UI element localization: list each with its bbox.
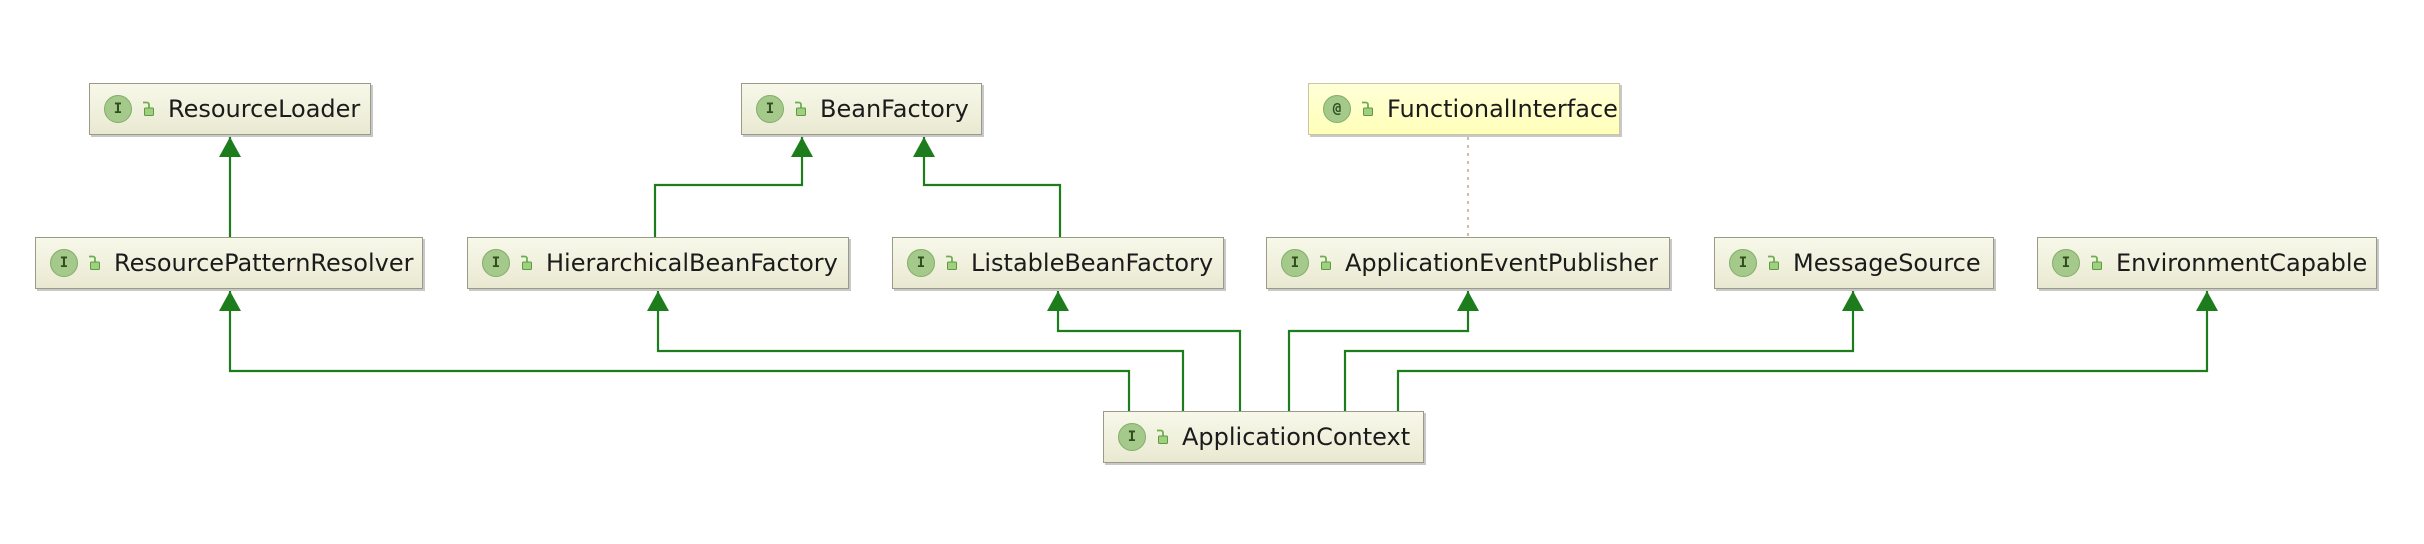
edge-applicationcontext-to-hierarchicalbeanfactory — [656, 291, 1185, 411]
node-label: HierarchicalBeanFactory — [546, 249, 838, 277]
node-application-event-publisher[interactable]: I ApplicationEventPublisher — [1266, 237, 1670, 289]
node-message-source[interactable]: I MessageSource — [1714, 237, 1994, 289]
node-resource-loader[interactable]: I ResourceLoader — [89, 83, 371, 135]
arrowhead-icon — [219, 291, 241, 311]
interface-icon: I — [1118, 423, 1146, 451]
interface-icon: I — [2052, 249, 2080, 277]
unlocked-padlock-icon — [521, 255, 532, 270]
interface-icon: I — [1281, 249, 1309, 277]
unlocked-padlock-icon — [143, 101, 154, 116]
node-label: ApplicationContext — [1182, 423, 1411, 451]
node-label: BeanFactory — [820, 95, 969, 123]
node-hierarchical-bean-factory[interactable]: I HierarchicalBeanFactory — [467, 237, 849, 289]
node-label: ApplicationEventPublisher — [1345, 249, 1659, 277]
interface-icon: I — [104, 95, 132, 123]
unlocked-padlock-icon — [1362, 101, 1373, 116]
unlocked-padlock-icon — [795, 101, 806, 116]
node-environment-capable[interactable]: I EnvironmentCapable — [2037, 237, 2377, 289]
interface-icon: I — [1729, 249, 1757, 277]
unlocked-padlock-icon — [1157, 429, 1168, 444]
node-application-context[interactable]: I ApplicationContext — [1103, 411, 1424, 463]
interface-icon: I — [50, 249, 78, 277]
node-label: ResourceLoader — [168, 95, 361, 123]
interface-icon: I — [482, 249, 510, 277]
unlocked-padlock-icon — [89, 255, 100, 270]
edge-hierarchicalbeanfactory-to-beanfactory — [653, 137, 804, 237]
node-resource-pattern-resolver[interactable]: I ResourcePatternResolver — [35, 237, 423, 289]
unlocked-padlock-icon — [1768, 255, 1779, 270]
arrowhead-icon — [1047, 291, 1069, 311]
arrowhead-icon — [2196, 291, 2218, 311]
node-bean-factory[interactable]: I BeanFactory — [741, 83, 982, 135]
arrowhead-icon — [219, 137, 241, 157]
node-label: MessageSource — [1793, 249, 1981, 277]
arrowhead-icon — [647, 291, 669, 311]
unlocked-padlock-icon — [946, 255, 957, 270]
arrowhead-icon — [1457, 291, 1479, 311]
node-label: ListableBeanFactory — [971, 249, 1214, 277]
node-label: EnvironmentCapable — [2116, 249, 2368, 277]
edge-listablebeanfactory-to-beanfactory — [922, 137, 1062, 237]
arrowhead-icon — [791, 137, 813, 157]
annotation-icon: @ — [1323, 95, 1351, 123]
edge-applicationcontext-to-environmentcapable — [1396, 291, 2209, 411]
node-label: FunctionalInterface — [1387, 95, 1618, 123]
unlocked-padlock-icon — [1320, 255, 1331, 270]
interface-icon: I — [756, 95, 784, 123]
node-label: ResourcePatternResolver — [114, 249, 414, 277]
arrowhead-icon — [1842, 291, 1864, 311]
unlocked-padlock-icon — [2091, 255, 2102, 270]
interface-icon: I — [907, 249, 935, 277]
edge-applicationcontext-to-resourcepatternresolver — [228, 291, 1131, 411]
edge-applicationcontext-to-messagesource — [1343, 291, 1855, 411]
arrowhead-icon — [913, 137, 935, 157]
node-functional-interface[interactable]: @ FunctionalInterface — [1308, 83, 1620, 135]
node-listable-bean-factory[interactable]: I ListableBeanFactory — [892, 237, 1224, 289]
